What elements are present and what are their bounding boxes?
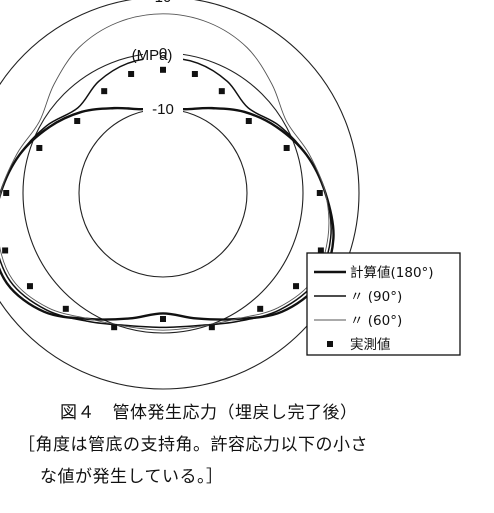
measured-point: [245, 118, 252, 125]
measured-point: [283, 144, 290, 151]
measured-point: [316, 190, 323, 196]
grid-ring-1: [22, 52, 304, 334]
legend-label: 計算値(180°): [350, 265, 434, 281]
figure-note-line-2: な値が発生している。］: [40, 467, 224, 487]
legend-marker: [327, 341, 333, 347]
measured-point: [3, 190, 10, 196]
figure-caption: 図４ 管体発生応力（埋戻し完了後）: [60, 403, 358, 423]
measured-point: [74, 118, 81, 125]
figure-note-line-1: ［角度は管底の支持角。許容応力以下の小さ: [18, 435, 368, 455]
series-line-0: [0, 106, 335, 321]
measured-point: [317, 247, 324, 254]
measured-point: [160, 316, 166, 322]
measured-point: [111, 324, 118, 331]
measured-point: [293, 283, 300, 290]
legend: 計算値(180°) 〃 (90°) 〃 (60°) 実測値: [306, 252, 461, 356]
measured-point: [62, 305, 69, 312]
measured-point: [101, 88, 108, 95]
measured-point: [36, 144, 43, 151]
legend-label: 〃 (90°): [350, 289, 402, 305]
radial-tick-labels: 10 0 -10: [143, 0, 183, 118]
tick-label-bg: [143, 0, 183, 6]
polar-stress-chart: 10 0 -10 (MPa) 計算値(180°) 〃 (90°) 〃 (60°) 実測値: [0, 0, 461, 390]
measured-point: [218, 88, 225, 95]
grid-ring-2: [78, 108, 248, 278]
measured-point: [2, 247, 9, 254]
tick-label-bg: [143, 44, 183, 62]
radial-tick-label: -10: [152, 101, 174, 118]
measured-point: [257, 305, 264, 312]
radial-tick-label: 10: [155, 0, 172, 6]
legend-label: 〃 (60°): [350, 313, 402, 329]
series-line-1: [0, 56, 332, 329]
radial-tick-label: 0: [159, 45, 167, 62]
measured-point: [26, 283, 33, 290]
grid-ring-0: [0, 0, 360, 390]
measured-point: [208, 324, 215, 331]
measured-point: [191, 70, 198, 77]
measured-point: [160, 66, 166, 73]
legend-label: 実測値: [350, 337, 391, 353]
measured-point: [128, 70, 135, 77]
unit-label: (MPa): [132, 47, 173, 64]
tick-label-bg: [143, 100, 183, 118]
legend-box: [306, 252, 461, 356]
